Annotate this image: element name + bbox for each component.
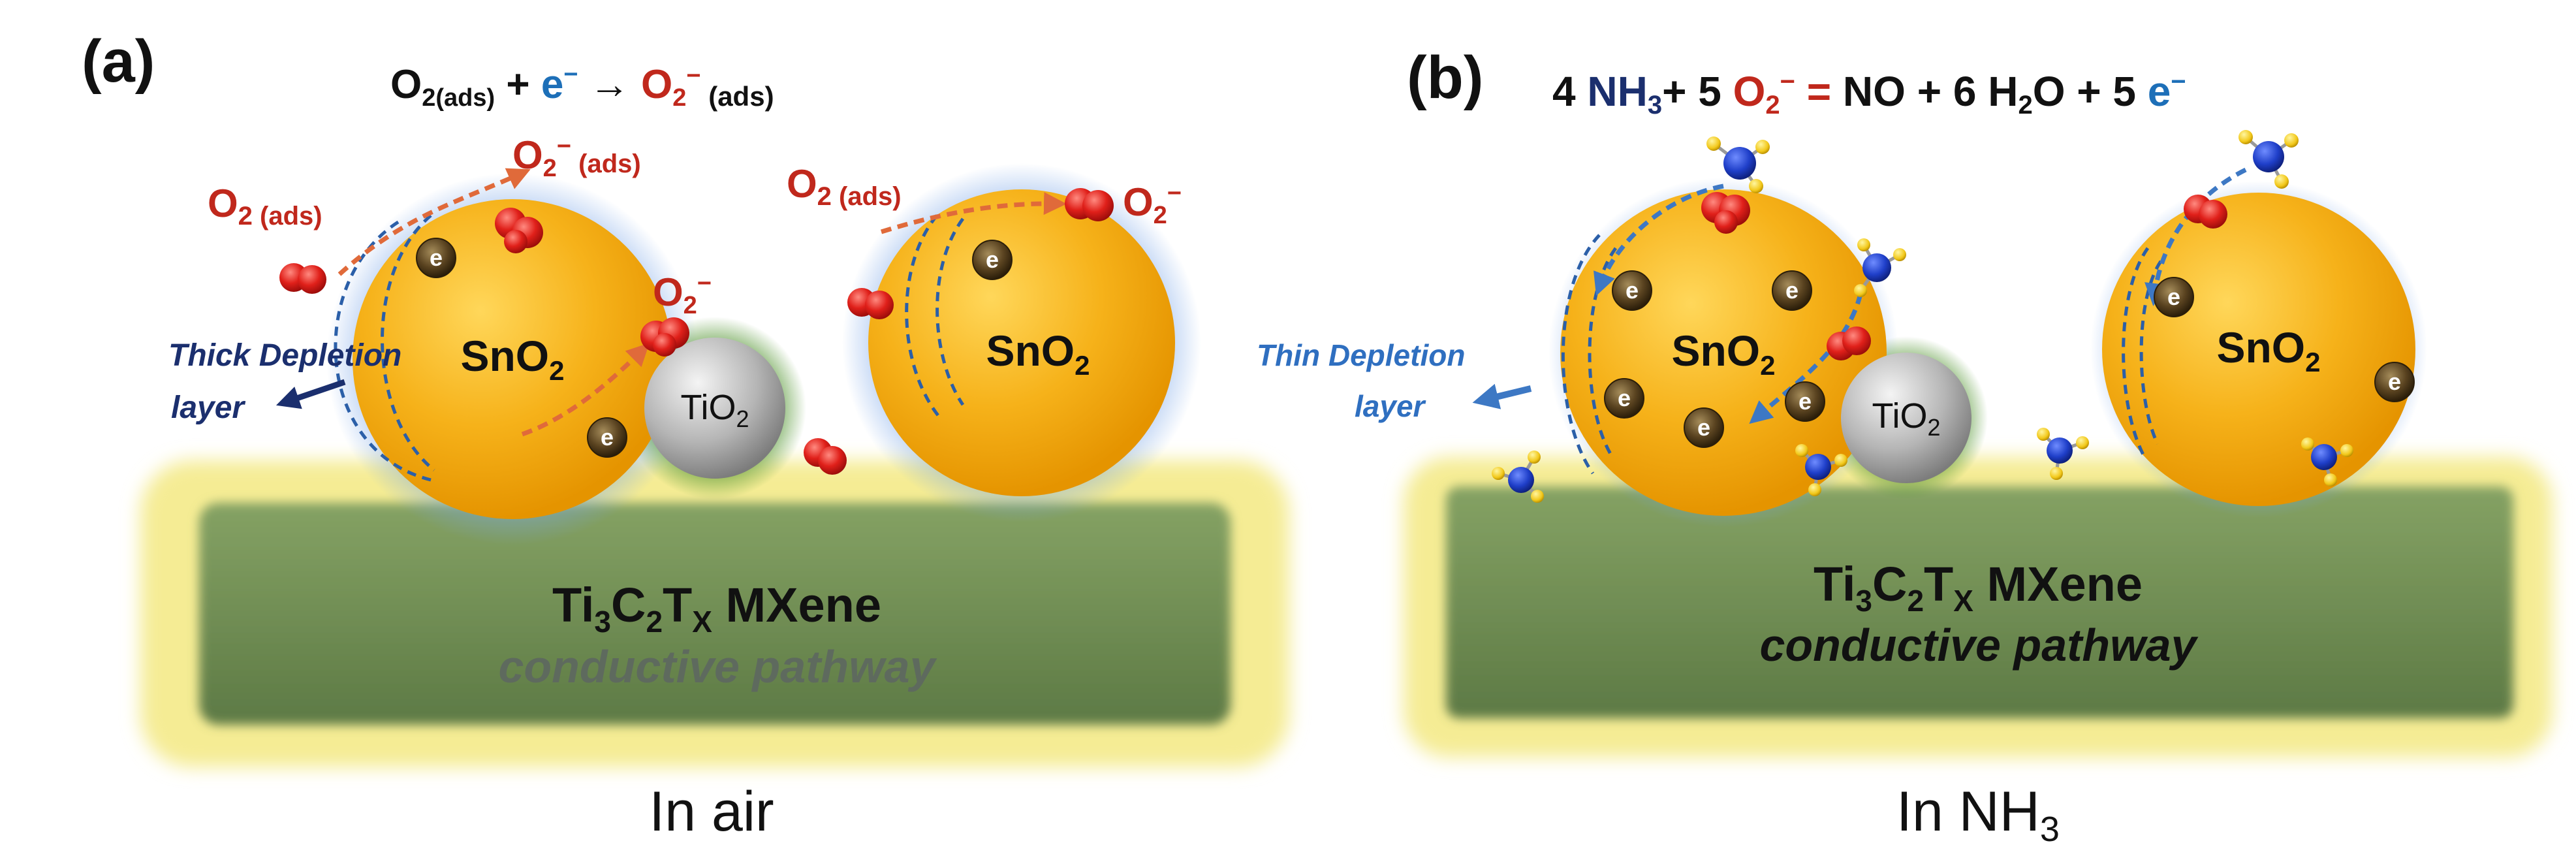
svg-text:e: e bbox=[430, 244, 443, 271]
electron-a2: e bbox=[587, 417, 627, 458]
o2-molecule-a6 bbox=[1065, 188, 1114, 221]
electron-b7: e bbox=[2374, 362, 2415, 402]
reaction-arrow-a-mid bbox=[521, 343, 650, 437]
thin-depletion-label-2: layer bbox=[1355, 389, 1426, 423]
mxene-label-b: Ti3C2TX MXene bbox=[1814, 557, 2143, 618]
pathway-label-b: conductive pathway bbox=[1759, 620, 2198, 671]
svg-text:e: e bbox=[2167, 283, 2180, 310]
nh3-molecule-b2 bbox=[1854, 238, 1906, 297]
electron-b4: e bbox=[1684, 407, 1724, 448]
depletion-arc-a2-inner bbox=[935, 217, 965, 406]
panel-b: e e e e e e e bbox=[1257, 44, 2552, 849]
o2-molecule-a1 bbox=[279, 263, 326, 294]
tio2-particle-a bbox=[644, 338, 785, 479]
depletion-arc-a1-outer bbox=[334, 220, 432, 482]
nh3-molecule-b3 bbox=[2238, 130, 2299, 189]
sno2-particle-b1 bbox=[1560, 189, 1887, 516]
mxene-substrate-a bbox=[140, 460, 1289, 767]
svg-text:e: e bbox=[1785, 277, 1798, 304]
depletion-arc-b1-inner bbox=[1588, 247, 1618, 458]
o2-molecule-a5 bbox=[847, 288, 894, 319]
electron-b3: e bbox=[1604, 378, 1644, 419]
nh3-molecule-b7 bbox=[2301, 437, 2353, 486]
reaction-arrow-b3 bbox=[2144, 167, 2247, 306]
svg-text:e: e bbox=[2388, 368, 2401, 395]
nh3-molecule-b4 bbox=[1492, 451, 1544, 503]
electron-b5: e bbox=[1785, 381, 1825, 422]
sno2-particle-b2 bbox=[2102, 193, 2415, 506]
panel-a-equation: O2(ads) + e− → O2− (ads) bbox=[390, 61, 774, 112]
depletion-arc-b1-outer bbox=[1561, 234, 1601, 475]
panel-a-tag: (a) bbox=[82, 28, 155, 95]
svg-text:e: e bbox=[601, 424, 614, 451]
nh3-molecule-b1 bbox=[1706, 136, 1770, 193]
tio2-label-b: TiO2 bbox=[1872, 396, 1940, 441]
svg-text:e: e bbox=[1618, 385, 1631, 411]
o2-minus-label-mid: O2− bbox=[653, 270, 712, 319]
reaction-arrow-b1 bbox=[1594, 183, 1724, 296]
tio2-label-a: TiO2 bbox=[680, 388, 749, 432]
mxene-label-a: Ti3C2TX MXene bbox=[552, 578, 881, 639]
o2-minus-ads-label-top: O2− (ads) bbox=[512, 133, 641, 182]
reaction-arrow-b2 bbox=[1749, 293, 1863, 424]
o2-molecule-a2 bbox=[495, 208, 543, 253]
o2-molecule-a3 bbox=[640, 317, 689, 357]
sno2-label-b1: SnO2 bbox=[1671, 326, 1775, 381]
caption-b: In NH3 bbox=[1896, 780, 2060, 849]
sno2-label-a2: SnO2 bbox=[986, 326, 1090, 381]
electron-b6: e bbox=[2154, 277, 2194, 317]
depletion-pointer-arrow-a bbox=[275, 379, 346, 409]
o2-minus-label-right: O2− bbox=[1123, 180, 1182, 229]
reaction-arrow-a-right bbox=[880, 192, 1067, 234]
depletion-arc-b2-inner bbox=[2139, 260, 2163, 445]
electron-b2: e bbox=[1772, 270, 1812, 311]
svg-text:e: e bbox=[986, 246, 999, 273]
svg-text:e: e bbox=[1697, 414, 1710, 441]
thin-depletion-label: Thin Depletion bbox=[1257, 338, 1465, 372]
nh3-molecule-b5 bbox=[1795, 444, 1847, 496]
panel-a: e e e (a) O2(ads) + bbox=[82, 28, 1289, 843]
sno2-label-a1: SnO2 bbox=[460, 332, 564, 386]
thick-depletion-label-2: layer bbox=[171, 390, 245, 425]
tio2-particle-b bbox=[1841, 353, 1971, 483]
o2-minus-molecule-b3 bbox=[2184, 195, 2227, 229]
o2-ads-label-left: O2 (ads) bbox=[208, 182, 322, 230]
depletion-arc-a1-inner bbox=[381, 214, 435, 471]
pathway-label-a: conductive pathway bbox=[498, 641, 937, 692]
reaction-arrow-a-top bbox=[338, 168, 531, 276]
caption-a: In air bbox=[649, 780, 774, 843]
o2-minus-molecule-b1 bbox=[1701, 192, 1750, 234]
o2-minus-molecule-b2 bbox=[1827, 326, 1871, 360]
electron-a3: e bbox=[972, 240, 1013, 280]
sno2-label-b2: SnO2 bbox=[2216, 323, 2320, 377]
depletion-pointer-arrow-b bbox=[1472, 383, 1532, 409]
depletion-arc-b2-outer bbox=[2122, 247, 2150, 458]
electron-a1: e bbox=[416, 238, 456, 278]
svg-text:e: e bbox=[1798, 388, 1812, 415]
nh3-molecule-b6 bbox=[2037, 428, 2089, 480]
o2-molecule-a4 bbox=[804, 438, 847, 475]
mxene-substrate-b bbox=[1404, 457, 2552, 757]
panel-b-equation: 4 NH3+ 5 O2− = NO + 6 H2O + 5 e− bbox=[1552, 67, 2186, 119]
electron-b1: e bbox=[1612, 270, 1652, 311]
depletion-arc-a2-outer bbox=[905, 214, 941, 419]
sno2-particle-a2 bbox=[868, 189, 1175, 496]
thick-depletion-label: Thick Depletion bbox=[168, 338, 401, 373]
o2-ads-label-right: O2 (ads) bbox=[787, 162, 902, 211]
svg-text:e: e bbox=[1626, 277, 1639, 304]
panel-b-tag: (b) bbox=[1407, 44, 1483, 111]
